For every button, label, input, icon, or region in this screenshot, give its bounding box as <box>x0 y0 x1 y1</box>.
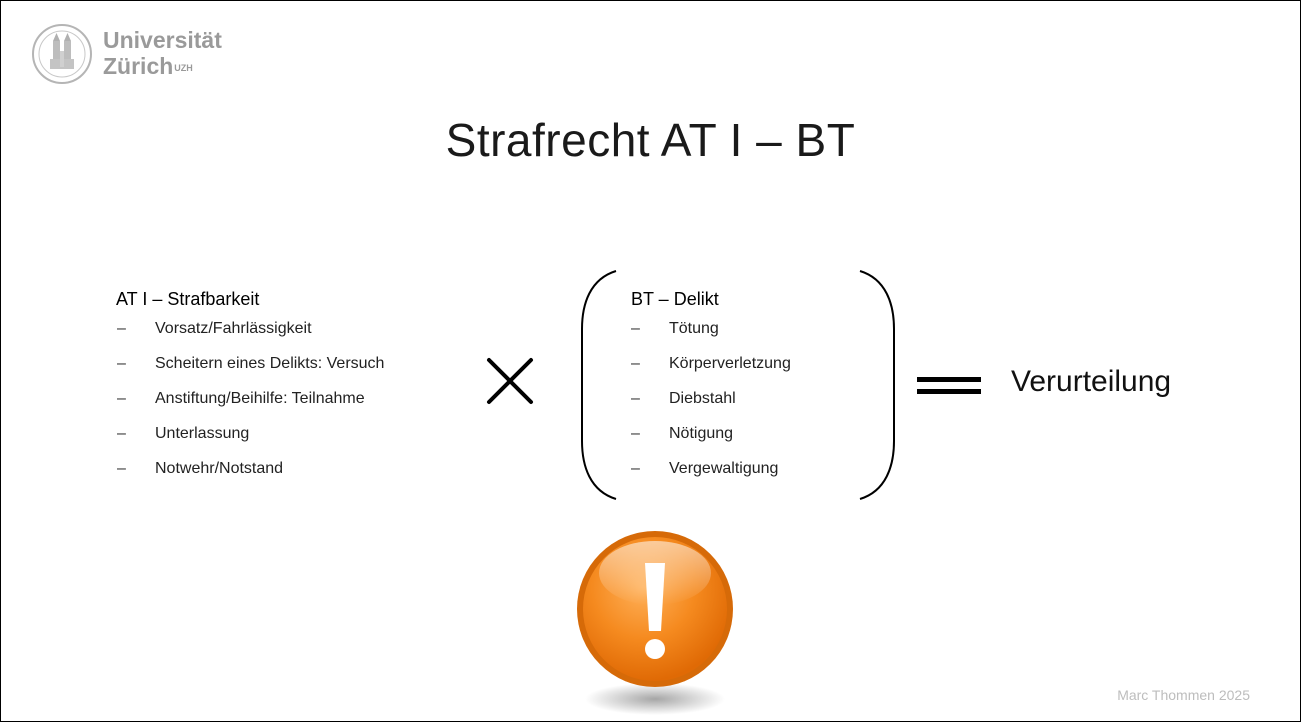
dash-bullet: – <box>117 390 126 407</box>
slide-title: Strafrecht AT I – BT <box>445 114 856 166</box>
equals-icon <box>917 377 981 394</box>
dash-bullet: – <box>631 320 640 337</box>
left-list: –Vorsatz/Fahrlässigkeit –Scheitern eines… <box>117 318 384 493</box>
list-item: –Scheitern eines Delikts: Versuch <box>117 353 384 388</box>
list-item: –Notwehr/Notstand <box>117 458 384 493</box>
dash-bullet: – <box>631 460 640 477</box>
right-heading: BT – Delikt <box>631 289 719 309</box>
dash-bullet: – <box>117 425 126 442</box>
dash-bullet: – <box>631 355 640 372</box>
list-item: –Anstiftung/Beihilfe: Teilnahme <box>117 388 384 423</box>
dash-bullet: – <box>117 355 126 372</box>
result-text: Verurteilung <box>1011 365 1172 398</box>
multiply-icon <box>487 358 533 404</box>
logo-wordmark: Universität ZürichUZH <box>103 27 222 79</box>
university-logo: Universität ZürichUZH <box>31 21 271 93</box>
list-item: –Vorsatz/Fahrlässigkeit <box>117 318 384 353</box>
list-item: –Vergewaltigung <box>631 458 791 493</box>
list-item: –Diebstahl <box>631 388 791 423</box>
university-seal-icon <box>32 24 92 84</box>
dash-bullet: – <box>117 460 126 477</box>
left-parenthesis-icon <box>581 270 617 500</box>
exclamation-warning-icon <box>577 531 733 715</box>
list-item: –Nötigung <box>631 423 791 458</box>
list-item: –Unterlassung <box>117 423 384 458</box>
footer-credit: Marc Thommen 2025 <box>1117 687 1250 703</box>
left-heading: AT I – Strafbarkeit <box>116 289 260 309</box>
dash-bullet: – <box>631 425 640 442</box>
logo-line1: Universität <box>103 27 222 53</box>
right-list: –Tötung –Körperverletzung –Diebstahl –Nö… <box>631 318 791 493</box>
dash-bullet: – <box>631 390 640 407</box>
list-item: –Tötung <box>631 318 791 353</box>
right-parenthesis-icon <box>859 270 895 500</box>
logo-line2: ZürichUZH <box>103 53 193 79</box>
dash-bullet: – <box>117 320 126 337</box>
logo-superscript: UZH <box>174 63 193 73</box>
list-item: –Körperverletzung <box>631 353 791 388</box>
